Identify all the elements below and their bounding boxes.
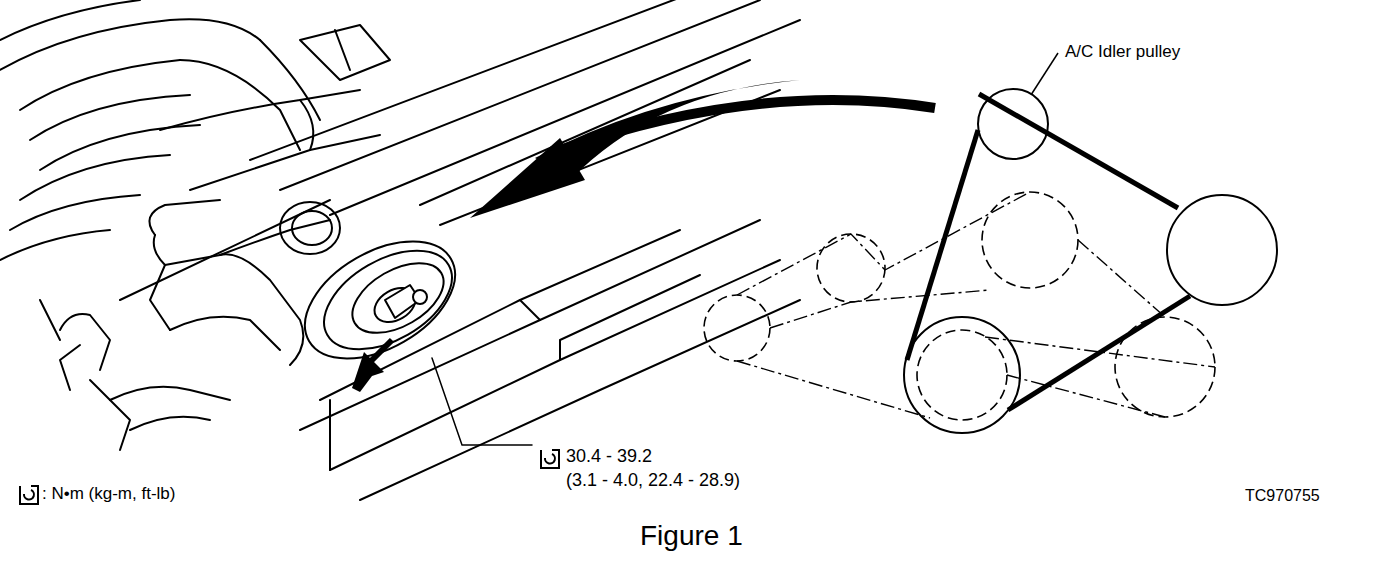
figure-code: TC970755 <box>1245 487 1320 505</box>
part-name: A/C Idler pulley <box>1065 42 1180 62</box>
unit-legend: : N•m (kg-m, ft-lb) <box>42 484 175 504</box>
torque-value: (3.1 - 4.0, 22.4 - 28.9) <box>566 470 740 491</box>
figure-caption: Figure 1 <box>640 520 743 552</box>
torque-value: 30.4 - 39.2 <box>566 446 652 467</box>
